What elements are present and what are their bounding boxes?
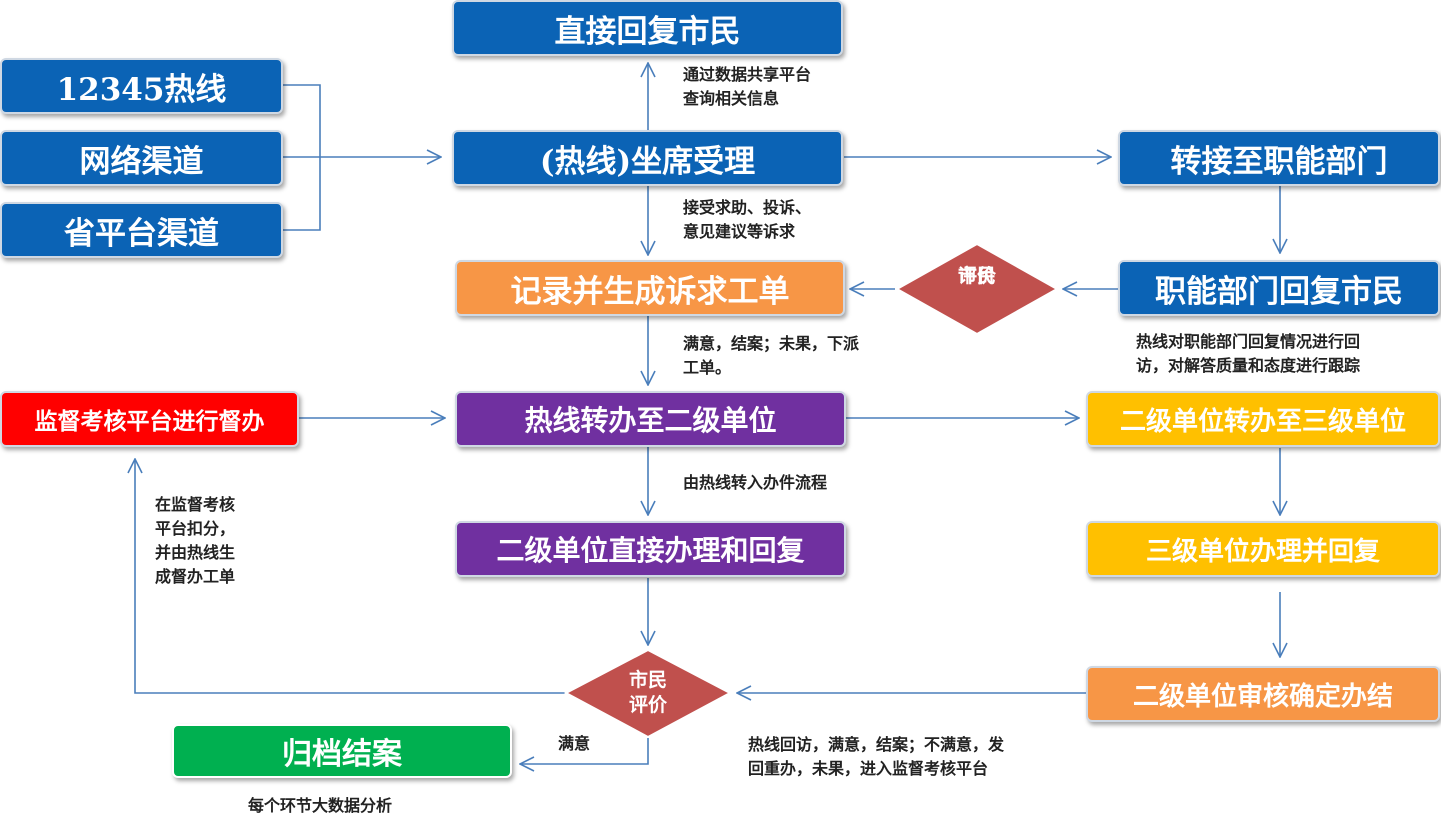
reply-citizen-box: 直接回复市民 <box>452 0 843 56</box>
eval-top-line-2: 评价 <box>957 265 996 287</box>
network-channel-box: 网络渠道 <box>0 130 283 186</box>
note-accept-help-line: 接受求助、投诉、 <box>683 198 812 217</box>
note-revisit: 热线回访，满意，结案；不满意，发 回重办，未果，进入监督考核平台 <box>748 733 1004 781</box>
eval-top-line-1: 市民 <box>957 265 996 287</box>
eval-bottom-line-2: 评价 <box>628 694 667 716</box>
level2-handle-box: 二级单位直接办理和回复 <box>455 521 846 577</box>
note-share-data-line: 通过数据共享平台 <box>683 65 812 84</box>
note-deduct-line: 并由热线生 <box>155 543 236 562</box>
note-flow: 由热线转入办件流程 <box>683 473 828 492</box>
note-deduct-line: 在监督考核 <box>155 495 236 514</box>
record-order-box: 记录并生成诉求工单 <box>455 260 845 316</box>
note-accept-help-line: 意见建议等诉求 <box>683 222 796 241</box>
note-deduct-line: 平台扣分， <box>155 519 236 538</box>
level2-confirm-box: 二级单位审核确定办结 <box>1086 666 1440 722</box>
note-satisfied-line: 工单。 <box>683 358 732 377</box>
note-followup-line: 热线对职能部门回复情况进行回 <box>1136 332 1361 351</box>
note-bigdata: 每个环节大数据分析 <box>248 796 393 815</box>
note-accept-help: 接受求助、投诉、 意见建议等诉求 <box>683 196 811 244</box>
citizen-evaluation-diamond-top <box>894 242 1060 336</box>
note-deduct-line: 成督办工单 <box>155 567 236 586</box>
transfer-dept-box: 转接至职能部门 <box>1118 130 1440 186</box>
supervision-box: 监督考核平台进行督办 <box>0 391 299 447</box>
citizen-evaluation-diamond-bottom <box>563 648 733 739</box>
archive-box: 归档结案 <box>172 724 512 778</box>
note-followup: 热线对职能部门回复情况进行回 访，对解答质量和态度进行跟踪 <box>1136 330 1360 378</box>
note-deduct: 在监督考核 平台扣分， 并由热线生 成督办工单 <box>155 493 235 589</box>
level2-to-level3-box: 二级单位转办至三级单位 <box>1086 391 1440 447</box>
note-share-data-line: 查询相关信息 <box>683 89 780 108</box>
seat-accept-box: (热线)坐席受理 <box>452 130 843 186</box>
hotline-12345-box: 12345热线 <box>0 58 283 114</box>
note-revisit-line: 回重办，未果，进入监督考核平台 <box>748 759 989 778</box>
hotline-to-level2-box: 热线转办至二级单位 <box>455 391 846 447</box>
note-share-data: 通过数据共享平台 查询相关信息 <box>683 63 811 111</box>
eval-bottom-line-1: 市民 <box>628 669 667 691</box>
eval-bottom-label: 市民 评价 <box>618 668 678 718</box>
eval-top-label: 市民 评价 <box>947 264 1007 289</box>
dept-reply-box: 职能部门回复市民 <box>1118 260 1440 316</box>
level3-handle-box: 三级单位办理并回复 <box>1086 521 1440 577</box>
provincial-channel-box: 省平台渠道 <box>0 202 283 258</box>
note-revisit-line: 热线回访，满意，结案；不满意，发 <box>748 735 1005 754</box>
note-satisfied-short: 满意 <box>558 734 591 753</box>
note-followup-line: 访，对解答质量和态度进行跟踪 <box>1136 356 1361 375</box>
note-satisfied: 满意，结案；未果，下派 工单。 <box>683 332 859 380</box>
note-satisfied-line: 满意，结案；未果，下派 <box>683 334 860 353</box>
